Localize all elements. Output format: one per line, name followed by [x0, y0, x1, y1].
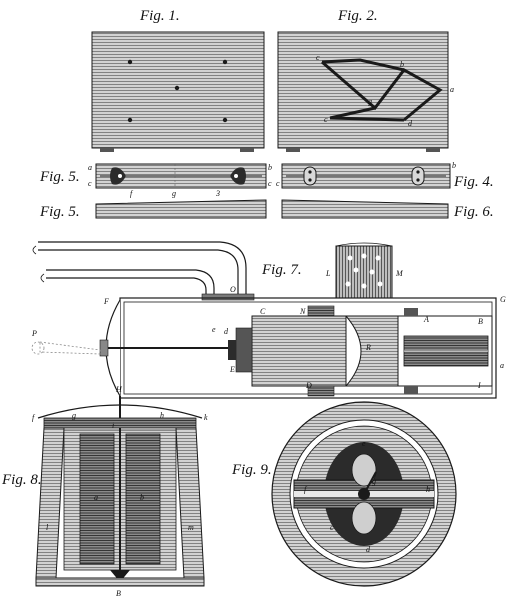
fig8-letter-b: b [140, 493, 144, 502]
fig7-letter-G: G [500, 295, 506, 304]
fig7-letter-a: a [500, 361, 504, 370]
fig8-vessel [35, 396, 205, 587]
fig7-letter-d: d [224, 327, 229, 336]
fig8-letter-g: g [72, 411, 76, 420]
fig7-letter-E: E [229, 365, 235, 374]
fig7-letter-D: D [305, 381, 312, 390]
fig8-letter-l: l [46, 523, 49, 532]
fig8-letter-B: B [116, 589, 121, 598]
fig7-letter-N: N [299, 307, 306, 316]
fig7-letter-A: A [423, 315, 429, 324]
fig5-letter-b: b [268, 163, 272, 172]
fig9-letter-g: g [372, 477, 376, 486]
fig9-letter-c: c [330, 523, 334, 532]
fig9-disc [271, 401, 457, 587]
fig1-board [91, 31, 265, 152]
fig7-letter-P: P [31, 329, 37, 338]
fig4-letter-c: c [276, 179, 280, 188]
fig2-letter-b: b [400, 60, 404, 69]
fig2-letter-d: d [408, 119, 413, 128]
fig8-letter-f: f [32, 413, 36, 422]
fig4-letter-b: b [452, 161, 456, 170]
fig8-letter-h: h [160, 411, 164, 420]
fig1-label: Fig. 1. [139, 8, 180, 24]
fig7-letter-M: M [395, 269, 404, 278]
fig7-letter-O: O [230, 285, 236, 294]
fig7-label: Fig. 7. [261, 262, 302, 278]
fig7-pipes [32, 241, 255, 301]
fig9-letter-f: f [304, 485, 308, 494]
fig7-letter-C: C [260, 307, 266, 316]
fig7-letter-B: B [478, 317, 483, 326]
fig7-letter-L: L [325, 269, 331, 278]
fig7-letter-e: e [212, 325, 216, 334]
fig7-hopper [335, 242, 393, 299]
fig2-label: Fig. 2. [337, 8, 378, 24]
fig4-strip [281, 163, 451, 189]
fig7-letter-H: H [115, 385, 123, 394]
fig9-label: Fig. 9. [231, 462, 272, 478]
fig5-label-bottom: Fig. 5. [39, 204, 80, 220]
fig8-label: Fig. 8. [1, 472, 42, 488]
fig8-letter-m: m [188, 523, 194, 532]
fig4-label: Fig. 4. [453, 174, 494, 190]
fig2-board [277, 31, 449, 152]
fig8-letter-k: k [204, 413, 208, 422]
fig6-side-bar [281, 199, 449, 219]
fig7-letter-I: I [477, 381, 481, 390]
fig5-letter-g: g [172, 189, 176, 198]
fig7-letter-R: R [365, 343, 371, 352]
fig7-letter-F: F [103, 297, 109, 306]
fig9-letter-d: d [366, 545, 371, 554]
fig5-letter-3: 3 [215, 189, 220, 198]
fig5-letter-a: a [88, 163, 92, 172]
fig8-letter-a: a [94, 493, 98, 502]
fig5-label-top: Fig. 5. [39, 169, 80, 185]
fig7-piston-drum [228, 305, 493, 397]
fig2-letter-a: a [450, 85, 454, 94]
fig5-strip [95, 163, 267, 189]
fig5-letter-f: f [130, 189, 134, 198]
fig2-letter-g: g [368, 97, 372, 106]
fig2-letter-c: c [316, 53, 320, 62]
fig6-label: Fig. 6. [453, 204, 494, 220]
fig5-letter-c: c [88, 179, 92, 188]
fig9-letter-h: h [426, 485, 430, 494]
fig5-side-bar [95, 199, 267, 219]
fig5-letter-c2: c [268, 179, 272, 188]
fig9-letter-e: e [362, 439, 366, 448]
fig8-letter-i: i [112, 421, 114, 430]
fig2-letter-c2: c [324, 115, 328, 124]
